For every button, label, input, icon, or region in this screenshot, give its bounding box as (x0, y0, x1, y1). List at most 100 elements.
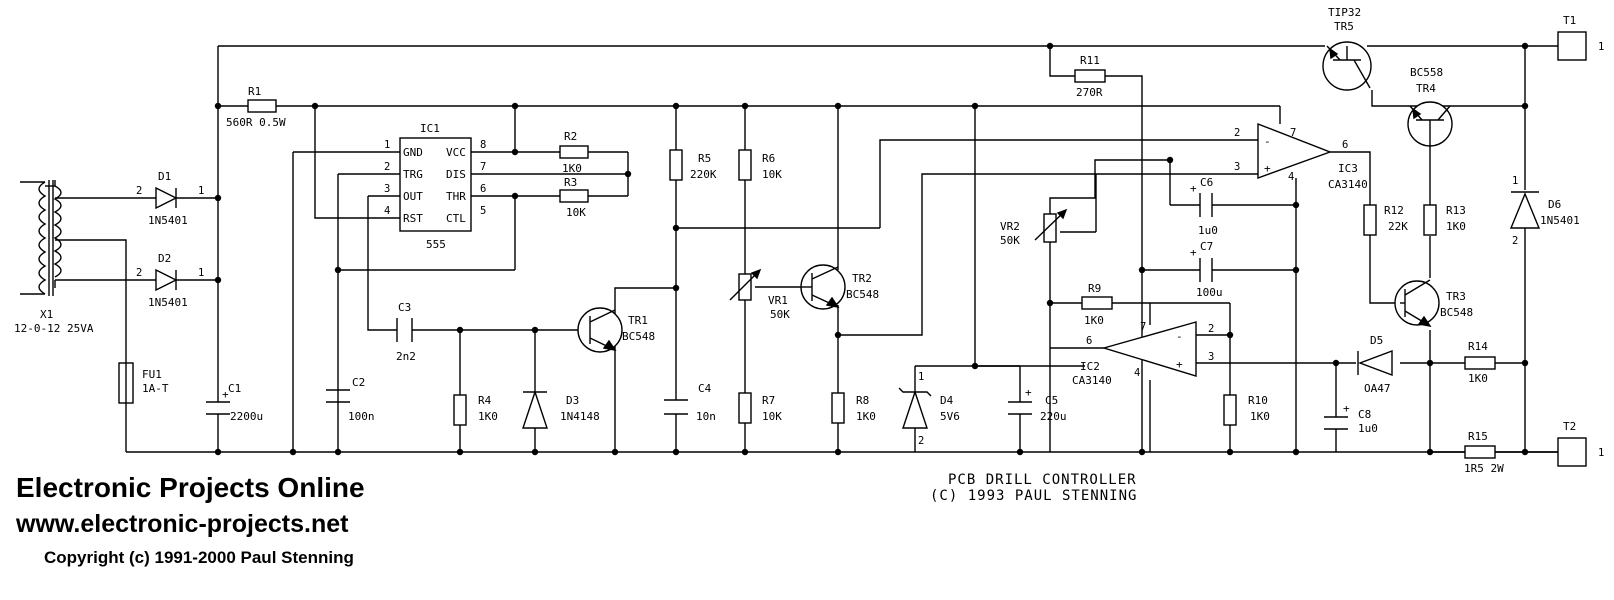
ic1-pin-7-name: DIS (446, 168, 466, 181)
tr1-value: BC548 (622, 330, 655, 343)
c4-value: 10n (696, 410, 716, 423)
vr1-value: 50K (770, 308, 790, 321)
ic2-pin-noninv: 3 (1208, 351, 1214, 363)
t2-pin: 1 (1598, 447, 1604, 459)
tr2-value: BC548 (846, 288, 879, 301)
tr4-ref: TR4 (1416, 82, 1436, 95)
d6-pin-a: 2 (1512, 235, 1518, 247)
tr3-value: BC548 (1440, 306, 1473, 319)
ic1-pin-4-num: 4 (384, 205, 390, 217)
tr2-ref: TR2 (852, 272, 872, 285)
r3-value: 10K (566, 206, 586, 219)
resistor-r10: R10 1K0 (1223, 394, 1270, 426)
terminal-t1: T1 1 (1557, 14, 1604, 61)
r13-value: 1K0 (1446, 220, 1466, 233)
r11-value: 270R (1076, 86, 1103, 99)
resistor-r13: R13 1K0 (1423, 204, 1466, 236)
transformer-x1: X1 12-0-12 25VA (14, 180, 94, 335)
copyright-notice: Copyright (c) 1991-2000 Paul Stenning (44, 548, 354, 567)
r8-ref: R8 (856, 394, 869, 407)
r2-ref: R2 (564, 130, 577, 143)
resistor-r15: R15 1R5 2W (1464, 430, 1504, 475)
capacitor-c7: + C7 100u (1190, 240, 1223, 299)
transistor-tr3: TR3 BC548 (1394, 279, 1473, 327)
c7-value: 100u (1196, 286, 1223, 299)
d6-ref: D6 (1548, 198, 1561, 211)
ic1-pin-4-name: RST (403, 212, 423, 225)
opamp-ic3: - + 2 3 7 4 6 IC3 CA3140 (1234, 122, 1368, 191)
d4-ref: D4 (940, 394, 954, 407)
ic1-pin-3-num: 3 (384, 183, 390, 195)
d2-ref: D2 (158, 252, 171, 265)
vr1-ref: VR1 (768, 294, 788, 307)
ic1-ref: IC1 (420, 122, 440, 135)
r14-value: 1K0 (1468, 372, 1488, 385)
r3-ref: R3 (564, 176, 577, 189)
r7-value: 10K (762, 410, 782, 423)
c6-value: 1u0 (1198, 224, 1218, 237)
transistor-tr5: TIP32 TR5 (1322, 6, 1372, 91)
diode-d2: D2 2 1 1N5401 (136, 252, 204, 309)
r7-ref: R7 (762, 394, 775, 407)
ic1-pin-6-name: THR (446, 190, 466, 203)
ic3-pin-inv: 2 (1234, 127, 1240, 139)
ic1-pin-2-name: TRG (403, 168, 423, 181)
vr2-value: 50K (1000, 234, 1020, 247)
d3-value: 1N4148 (560, 410, 600, 423)
site-name: Electronic Projects Online (16, 472, 365, 503)
t1-pin: 1 (1598, 41, 1604, 53)
fuse-fu1: FU1 1A-T (118, 362, 169, 404)
c5-value: 220u (1040, 410, 1067, 423)
ic2-plus: + (1176, 358, 1183, 371)
t2-ref: T2 (1563, 420, 1576, 433)
ic1-pin-8-name: VCC (446, 146, 466, 159)
capacitor-c3: C3 2n2 (396, 301, 416, 363)
r10-value: 1K0 (1250, 410, 1270, 423)
x1-value: 12-0-12 25VA (14, 322, 94, 335)
ic1-pin-7-num: 7 (480, 161, 486, 173)
d6-value: 1N5401 (1540, 214, 1580, 227)
ic3-ref: IC3 (1338, 162, 1358, 175)
ic3-pin-vminus: 4 (1288, 171, 1294, 183)
c8-value: 1u0 (1358, 422, 1378, 435)
capacitor-c8: + C8 1u0 (1324, 402, 1378, 435)
opamp-ic2: - + 7 2 3 6 4 IC2 CA3140 (1072, 321, 1214, 387)
ic1-pin-6-num: 6 (480, 183, 486, 195)
r4-value: 1K0 (478, 410, 498, 423)
d2-pin-k: 1 (198, 267, 204, 279)
capacitor-c2: C2 100n (326, 376, 375, 423)
r8-value: 1K0 (856, 410, 876, 423)
resistor-r6: R6 10K (738, 149, 782, 181)
c8-ref: C8 (1358, 408, 1371, 421)
resistor-r14: R14 1K0 (1464, 340, 1496, 385)
d4-pin-top: 1 (918, 371, 924, 383)
d1-ref: D1 (158, 170, 171, 183)
capacitor-c1: + C1 2200u (206, 382, 263, 423)
ic2-pin-inv: 2 (1208, 323, 1214, 335)
potentiometer-vr1: VR1 50K (729, 268, 790, 321)
r13-ref: R13 (1446, 204, 1466, 217)
ic2-pin-vplus: 7 (1140, 321, 1146, 333)
d1-pin-a: 2 (136, 185, 142, 197)
resistor-r3: R3 10K (559, 176, 589, 219)
r10-ref: R10 (1248, 394, 1268, 407)
ic1-pin-8-num: 8 (480, 139, 486, 151)
terminal-t2: T2 1 (1557, 420, 1604, 467)
r15-ref: R15 (1468, 430, 1488, 443)
capacitor-c6: + C6 1u0 (1190, 176, 1218, 237)
wires (45, 45, 1558, 453)
diode-d6: 1 2 D6 1N5401 (1509, 175, 1580, 247)
tr4-value: BC558 (1410, 66, 1443, 79)
diagram-subtitle: (C) 1993 PAUL STENNING (930, 488, 1137, 504)
r9-value: 1K0 (1084, 314, 1104, 327)
fu1-value: 1A-T (142, 382, 169, 395)
c2-value: 100n (348, 410, 375, 423)
c5-ref: C5 (1045, 394, 1058, 407)
r1-value: 560R 0.5W (226, 116, 286, 129)
c6-plus: + (1190, 182, 1197, 195)
r6-ref: R6 (762, 152, 775, 165)
capacitor-c4: C4 10n (664, 382, 716, 423)
tr3-ref: TR3 (1446, 290, 1466, 303)
d2-pin-a: 2 (136, 267, 142, 279)
